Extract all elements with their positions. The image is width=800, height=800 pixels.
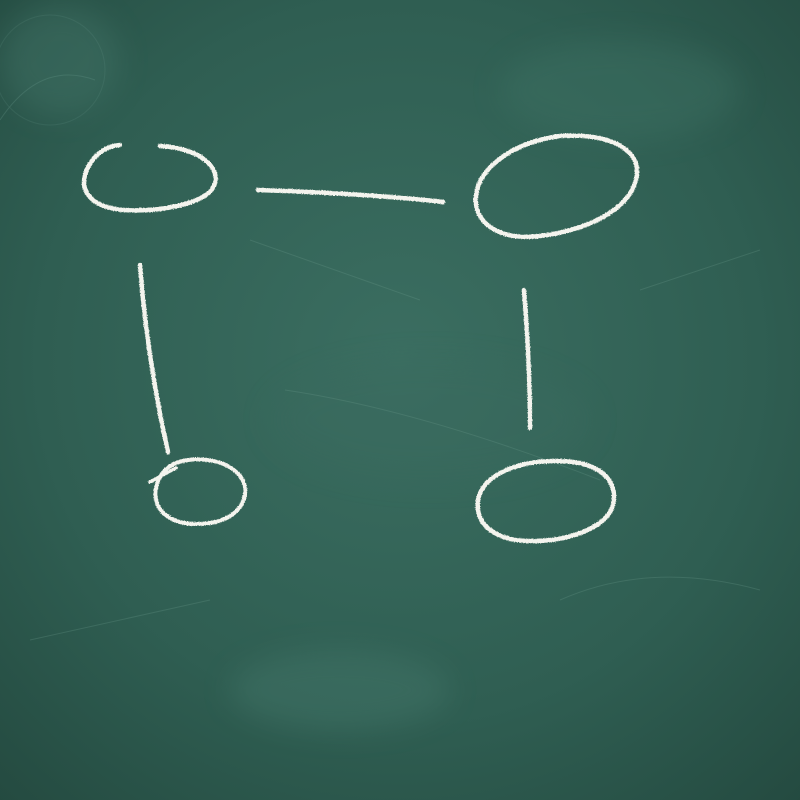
edge-right <box>521 287 533 431</box>
node-top-left <box>81 142 218 213</box>
board-scratches <box>0 14 761 641</box>
node-bottom-left-tick <box>148 466 178 484</box>
edge-top <box>255 187 446 205</box>
eraser-smudges <box>0 5 740 730</box>
node-top-right <box>473 133 640 240</box>
edge-left <box>137 262 171 455</box>
graph-drawing <box>81 133 640 544</box>
node-bottom-right <box>475 458 617 544</box>
